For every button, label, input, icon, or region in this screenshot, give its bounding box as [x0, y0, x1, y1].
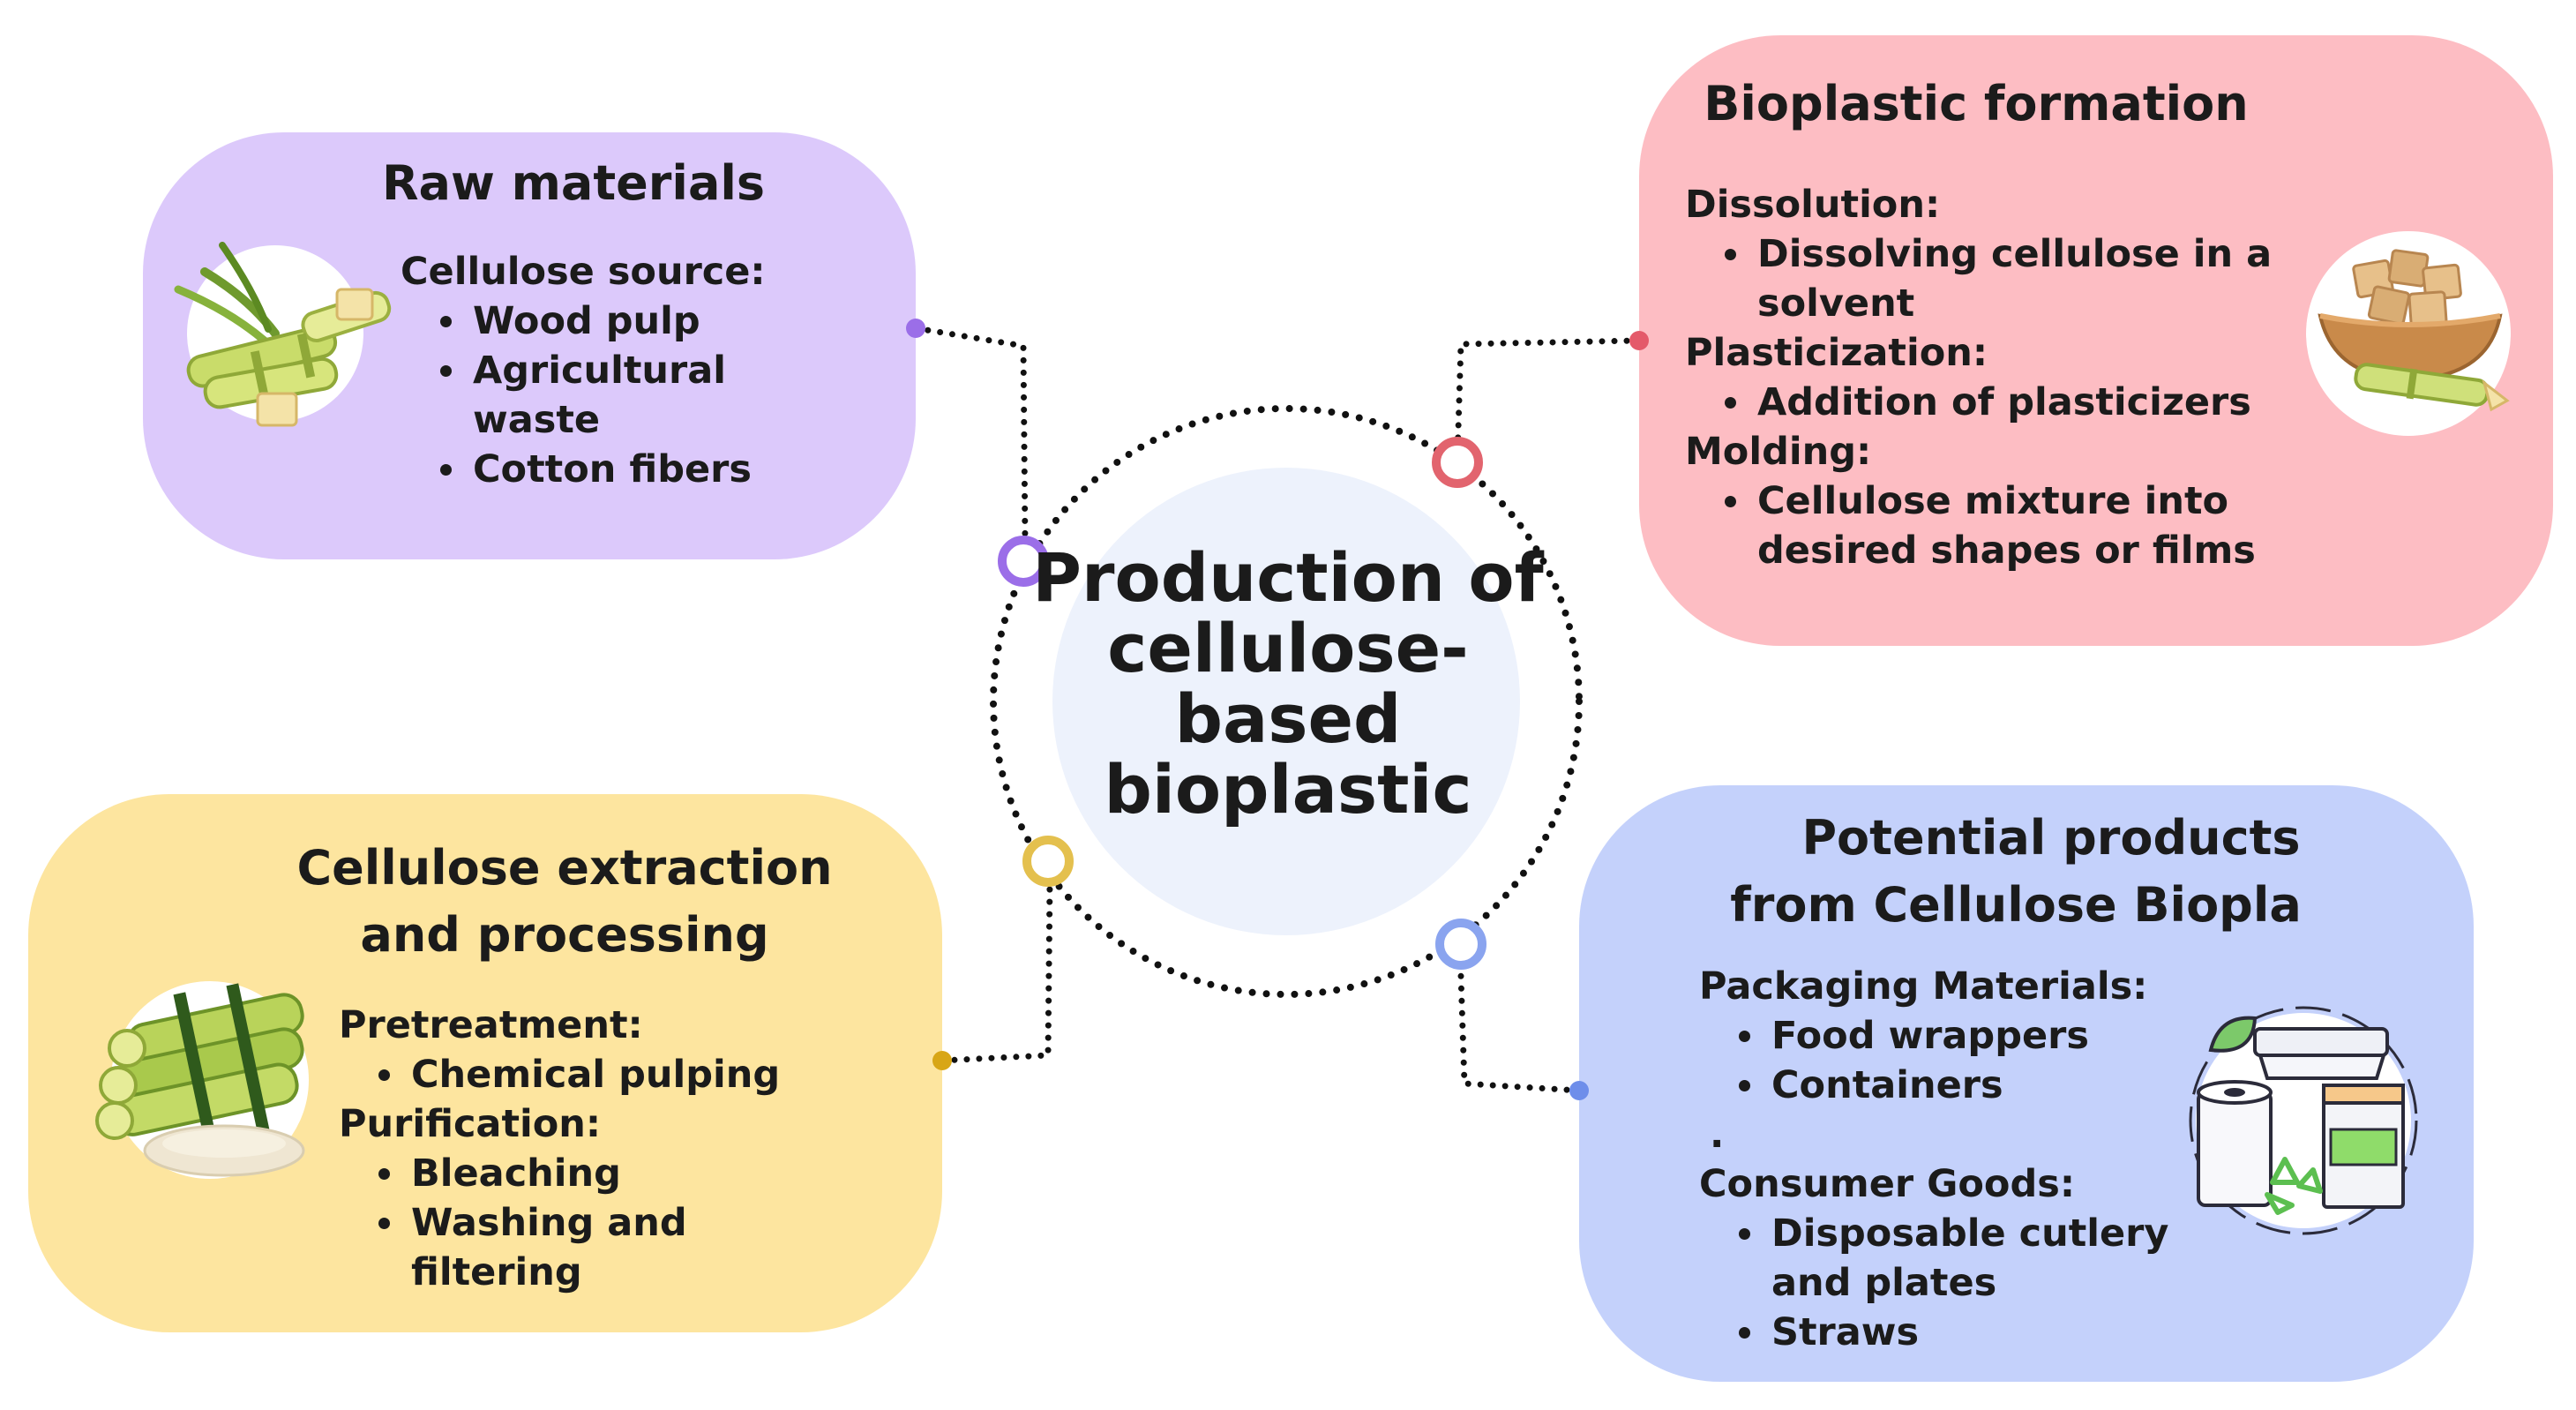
sugar-bowl-icon — [2306, 231, 2511, 436]
raw-materials-list: Cellulose source: Wood pulp Agricultural… — [401, 247, 771, 494]
products-title-line2: from Cellulose Biopla — [1730, 877, 2302, 933]
products-group-heading: Packaging Materials: — [1699, 964, 2148, 1009]
connector-products — [1457, 972, 1583, 1094]
eco-products-icon — [2189, 1006, 2418, 1235]
ring-extraction — [1022, 836, 1074, 887]
connector-formation — [1454, 337, 1643, 462]
formation-list: Dissolution: Dissolving cellulose in a s… — [1685, 180, 2320, 575]
raw-item: Agricultural waste — [469, 346, 729, 445]
center-title: Production of cellulose-based bioplastic — [1032, 538, 1544, 829]
ring-products — [1435, 919, 1486, 970]
extraction-group-heading: Pretreatment: — [339, 1003, 643, 1047]
raw-item: Cotton fibers — [469, 445, 771, 494]
products-item: Disposable cutlery and plates — [1768, 1209, 2186, 1308]
connector-dot-raw — [906, 319, 925, 338]
products-item: Food wrappers — [1768, 1011, 2211, 1061]
center-circle — [1052, 468, 1520, 935]
products-item: Containers — [1768, 1061, 2211, 1110]
products-title-line1: Potential products — [1801, 810, 2301, 866]
sugarcane-icon — [174, 242, 392, 427]
products-item: Straws — [1768, 1308, 2211, 1357]
extraction-item: Washing and filtering — [408, 1198, 702, 1297]
formation-title: Bioplastic formation — [1704, 76, 2249, 131]
connector-extraction — [939, 879, 1053, 1064]
formation-item: Dissolving cellulose in a solvent — [1754, 229, 2287, 328]
connector-dot-formation — [1629, 331, 1649, 350]
extraction-title-line1: Cellulose extraction — [296, 840, 833, 896]
extraction-item: Bleaching — [408, 1149, 833, 1198]
extraction-item: Chemical pulping — [408, 1050, 833, 1099]
formation-group-heading: Plasticization: — [1685, 331, 1988, 375]
raw-materials-title: Raw materials — [381, 155, 766, 211]
raw-item: Wood pulp — [469, 296, 771, 346]
ring-raw — [998, 536, 1049, 587]
connector-dot-extraction — [932, 1051, 952, 1070]
extraction-list: Pretreatment: Chemical pulping Purificat… — [339, 1001, 833, 1297]
extraction-title-line2: and processing — [360, 907, 769, 963]
ring-formation — [1432, 437, 1483, 488]
connector-dot-products — [1569, 1081, 1589, 1100]
products-separator: . — [1710, 1113, 1725, 1157]
raw-group-heading: Cellulose source: — [401, 250, 766, 294]
connector-raw — [912, 325, 1029, 544]
formation-item: Addition of plasticizers — [1754, 378, 2320, 427]
formation-group-heading: Molding: — [1685, 430, 1872, 474]
products-group-heading: Consumer Goods: — [1699, 1162, 2076, 1206]
formation-item: Cellulose mixture into desired shapes or… — [1754, 476, 2287, 575]
center-dotted-ring — [990, 405, 1583, 998]
sugarcane-bundle-icon — [95, 981, 309, 1179]
formation-group-heading: Dissolution: — [1685, 183, 1941, 227]
products-list: Packaging Materials: Food wrappers Conta… — [1699, 962, 2211, 1357]
extraction-group-heading: Purification: — [339, 1102, 602, 1146]
